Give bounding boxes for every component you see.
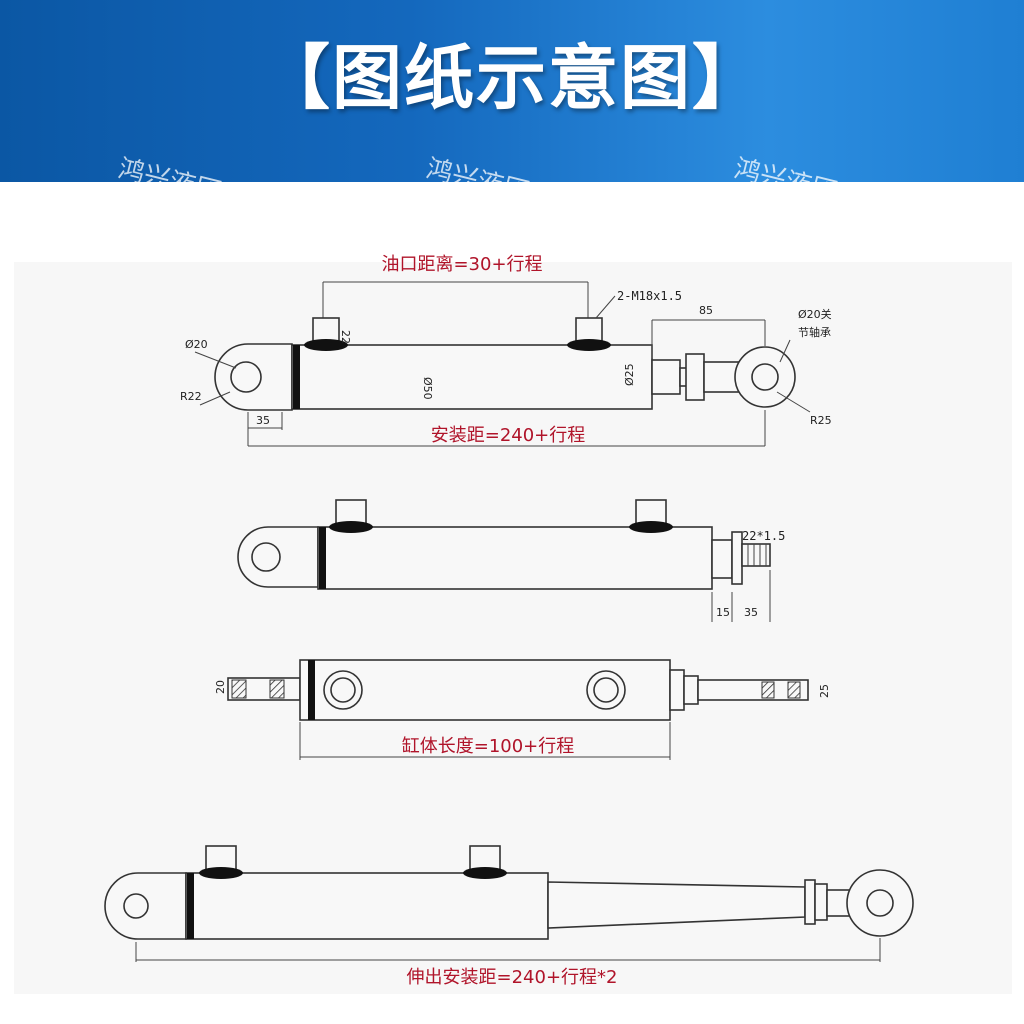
leader-line: [595, 295, 616, 319]
left-hole-label: Ø20: [185, 338, 208, 351]
nut: [731, 531, 743, 585]
thread-label: 22*1.5: [742, 529, 785, 543]
gland: [651, 359, 681, 395]
left-clevis: [104, 872, 187, 940]
port-ring-inner: [593, 677, 619, 703]
leader-line: [194, 351, 237, 369]
barrel-band: [319, 527, 326, 589]
clevis-hole: [123, 893, 149, 919]
rod-eye-hole: [866, 889, 894, 917]
nut: [804, 879, 816, 925]
bearing-label: Ø20关: [798, 307, 832, 321]
dim-22-label: 22: [339, 330, 352, 344]
view-second: 22*1.5 15 35: [237, 499, 785, 622]
banner-title: 【图纸示意图】: [260, 37, 764, 119]
port-weld: [199, 867, 243, 879]
barrel-band: [187, 873, 194, 939]
hatch-block: [787, 681, 801, 699]
bore-label: Ø50: [421, 377, 434, 400]
right-radius-label: R25: [810, 414, 832, 427]
port-ring: [586, 670, 626, 710]
port-weld: [567, 339, 611, 351]
port-weld: [629, 521, 673, 533]
hatch-block: [269, 679, 285, 699]
extended-rod: [547, 881, 806, 929]
clevis-hole: [251, 542, 281, 572]
barrel: [291, 344, 653, 410]
view-bottom: 伸出安装距=240+行程*2: [104, 845, 914, 988]
left-radius-label: R22: [180, 390, 202, 403]
leader-line: [779, 339, 791, 363]
nut: [814, 883, 828, 921]
gland: [669, 669, 685, 711]
lock-nut: [685, 353, 705, 401]
rod-eye: [846, 869, 914, 937]
gland: [711, 539, 733, 579]
rod-eye-hole: [751, 363, 779, 391]
barrel: [185, 872, 549, 940]
dim-35-label: 35: [744, 606, 758, 619]
leader-line: [199, 391, 231, 406]
view-third: 20 25 缸体长度=100+行程: [214, 659, 831, 760]
port-thread-label: 2-M18x1.5: [617, 289, 682, 303]
rod-eye-neck: [703, 361, 741, 393]
dim-35-label: 35: [256, 414, 270, 427]
title-banner: 【图纸示意图】 鸿兴液压 鸿兴液压 鸿兴液压: [0, 0, 1024, 208]
dim-85-label: 85: [699, 304, 713, 317]
threaded-rod: [741, 543, 771, 567]
right-rod: [697, 679, 809, 701]
dim-25-label: 25: [818, 684, 831, 698]
hatch-block: [231, 679, 247, 699]
install-distance-label: 安装距=240+行程: [431, 425, 586, 446]
port-ring-inner: [330, 677, 356, 703]
barrel-band: [308, 660, 315, 720]
extended-distance-label: 伸出安装距=240+行程*2: [407, 967, 618, 988]
rod-label: Ø25: [623, 363, 636, 386]
leader-line: [776, 391, 811, 413]
dim-15-label: 15: [716, 606, 730, 619]
bearing-label-2: 节轴承: [798, 325, 831, 339]
port-weld: [304, 339, 348, 351]
port-distance-label: 油口距离=30+行程: [381, 254, 542, 275]
port-weld: [329, 521, 373, 533]
barrel-length-label: 缸体长度=100+行程: [402, 735, 575, 757]
barrel-band: [293, 345, 300, 409]
port-weld: [463, 867, 507, 879]
clevis-hole: [230, 361, 262, 393]
nut: [683, 675, 699, 705]
left-clevis: [237, 526, 319, 588]
left-clevis: [214, 343, 293, 411]
hatch-block: [761, 681, 775, 699]
port-ring: [323, 670, 363, 710]
dim-20-label: 20: [214, 680, 227, 694]
barrel: [317, 526, 713, 590]
view-top: 油口距离=30+行程 Ø20 R22 22 Ø50 2-M18x1.5: [180, 254, 832, 447]
